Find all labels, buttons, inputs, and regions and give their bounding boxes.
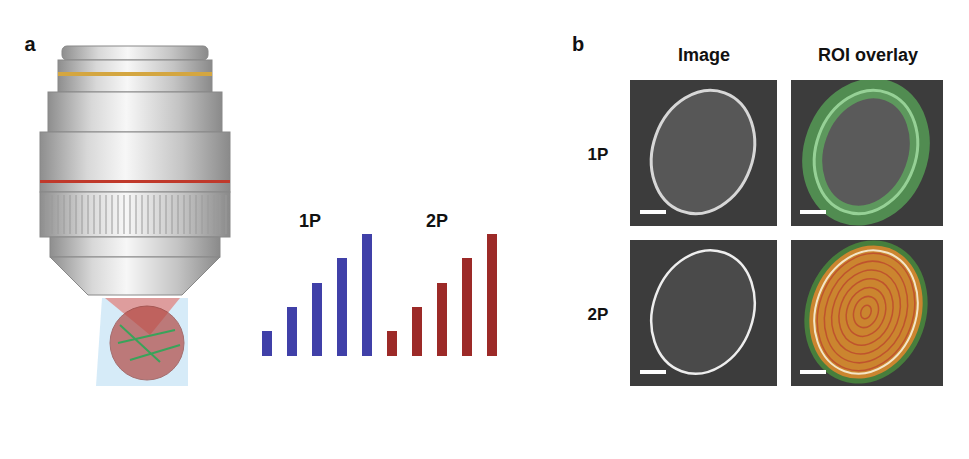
- roi-overlay-1p: [791, 80, 943, 226]
- roi-overlay-2p: [791, 240, 943, 386]
- bar-group-label: 1P: [299, 212, 321, 232]
- bar-chart-1p: [262, 234, 372, 356]
- bar-group-label: 2P: [426, 212, 448, 232]
- micrograph-2p: [630, 240, 777, 386]
- objective-lens: [40, 46, 230, 386]
- column-heading: Image: [678, 46, 730, 66]
- row-label: 2P: [588, 306, 609, 325]
- micrograph-1p: [630, 80, 777, 226]
- panel-letter: a: [24, 33, 35, 55]
- panel-letter: b: [572, 33, 584, 55]
- column-heading: ROI overlay: [818, 46, 918, 66]
- bar-chart-2p: [387, 234, 497, 356]
- row-label: 1P: [588, 146, 609, 165]
